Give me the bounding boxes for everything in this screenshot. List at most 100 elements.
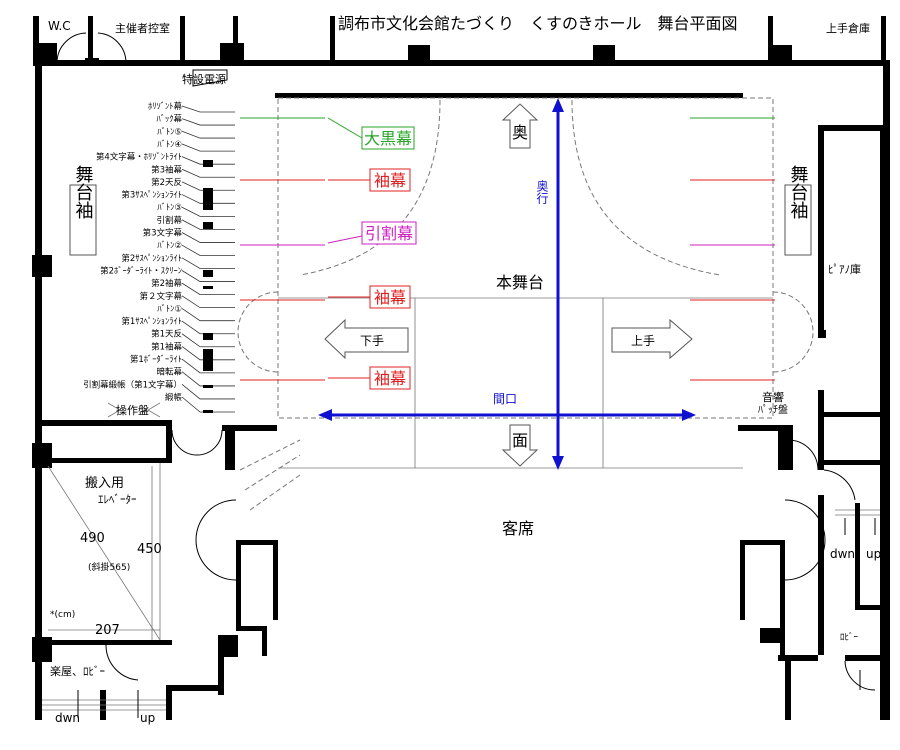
walls — [32, 16, 890, 720]
batten-line — [181, 156, 235, 165]
batten-line — [181, 384, 235, 400]
curtain-label-3: 袖幕 — [328, 285, 411, 309]
svg-text:下手: 下手 — [360, 334, 384, 348]
svg-text:450: 450 — [137, 542, 162, 557]
batten-label: 第3袖幕 — [151, 164, 182, 175]
batten-line — [181, 308, 235, 322]
batten-label: 第1天反 — [151, 329, 182, 340]
batten-line — [181, 118, 235, 126]
back-arrow: 奥 — [501, 103, 539, 149]
batten-label: ﾊﾞﾄﾝ① — [157, 304, 182, 314]
batten-line — [181, 320, 235, 335]
batten-line — [181, 206, 235, 217]
batten-label: ﾊﾞﾄﾝ② — [157, 241, 182, 251]
page-title: 調布市文化会館たづくり くすのきホール 舞台平面図 — [338, 14, 738, 33]
front-arrow: 面 — [501, 424, 539, 467]
batten-label: 第2ｻｽﾍﾟﾝｼｮﾝﾗｲﾄ — [121, 253, 182, 264]
main-stage-label: 本舞台 — [496, 273, 544, 292]
batten-label: 第2ﾎﾞｰﾀﾞｰﾗｲﾄ・ｽｸﾘｰﾝ — [100, 265, 182, 276]
batten-label: 引割幕 — [156, 215, 182, 226]
batten-line — [181, 105, 235, 113]
doors-and-thin-lines — [42, 32, 880, 718]
batten-label: 引割幕緞帳（第1文字幕） — [83, 379, 182, 390]
batten-line — [181, 333, 235, 348]
dressing-lobby-label: 楽屋、ﾛﾋﾞｰ — [50, 665, 105, 678]
svg-text:ﾊﾟｯﾁ盤: ﾊﾟｯﾁ盤 — [758, 403, 788, 416]
batten-line — [181, 358, 235, 374]
curtain-label-text: 袖幕 — [374, 369, 406, 388]
svg-text:(斜掛565): (斜掛565) — [88, 561, 130, 573]
svg-text:奥: 奥 — [512, 123, 528, 142]
curtain-label-2: 引割幕 — [327, 221, 417, 245]
batten-line — [181, 232, 235, 243]
svg-text:操作盤: 操作盤 — [116, 403, 149, 417]
depth-label: 奥行 — [535, 180, 549, 204]
batten-label: ﾊﾞﾄﾝ③ — [157, 203, 182, 213]
stage-outline — [237, 97, 814, 511]
batten-label: ﾎﾘｿﾞﾝﾄ幕 — [148, 101, 183, 112]
batten-list: ﾎﾘｿﾞﾝﾄ幕 ﾊﾞｯｸ幕 ﾊﾞﾄﾝ⑤ ﾊﾞﾄﾝ④ 第4文字幕・ﾎﾘｿﾞﾝﾄﾗｲﾄ第3袖… — [83, 101, 235, 413]
batten-line — [181, 168, 235, 178]
batten-line — [181, 396, 235, 413]
svg-text:490: 490 — [80, 531, 105, 546]
svg-text:207: 207 — [95, 623, 120, 638]
batten-label: ﾊﾞｯｸ幕 — [156, 114, 182, 125]
stage-left-arrow: 下手 — [324, 318, 409, 360]
width-label: 間口 — [493, 392, 517, 406]
batten-line — [181, 371, 235, 387]
batten-label: 第1袖幕 — [151, 341, 182, 352]
batten-label: ﾊﾞﾄﾝ⑤ — [157, 127, 182, 137]
stairs-right-down: dwn — [830, 547, 855, 561]
batten-line — [181, 270, 235, 282]
curtain-lines — [240, 117, 775, 381]
svg-text:ｴﾚﾍﾞｰﾀｰ: ｴﾚﾍﾞｰﾀｰ — [98, 493, 137, 506]
depth-dimension: 奥行 — [535, 98, 564, 470]
batten-line — [181, 257, 235, 269]
batten-line — [181, 130, 235, 139]
stairs-right-up: up — [866, 547, 881, 561]
svg-text:*(cm): *(cm) — [50, 610, 75, 620]
curtain-label-1: 袖幕 — [328, 168, 411, 192]
wing-right: 舞台袖 — [784, 165, 812, 256]
svg-text:音響: 音響 — [762, 390, 784, 404]
audience-label: 客席 — [502, 519, 534, 538]
batten-label: 第２文字幕 — [139, 291, 182, 302]
curtain-label-text: 大黒幕 — [364, 129, 412, 148]
batten-blocks — [203, 160, 213, 413]
curtain-label-text: 袖幕 — [374, 288, 406, 307]
batten-label: 緞帳 — [165, 392, 183, 403]
batten-line — [181, 295, 235, 309]
piano-storage-label: ﾋﾟｱﾉ庫 — [828, 262, 861, 276]
svg-text:上手: 上手 — [631, 334, 655, 348]
svg-text:舞台袖: 舞台袖 — [788, 165, 809, 219]
lobby-label: ﾛﾋﾞｰ — [840, 632, 859, 643]
audio-patch-panel: 音響 ﾊﾟｯﾁ盤 — [758, 390, 788, 416]
width-dimension: 間口 — [318, 392, 696, 421]
batten-label: 第4文字幕・ﾎﾘｿﾞﾝﾄﾗｲﾄ — [96, 152, 182, 163]
organizer-room-label: 主催者控室 — [115, 21, 170, 35]
batten-line — [181, 346, 235, 361]
batten-line — [181, 143, 235, 152]
svg-text:搬入用: 搬入用 — [85, 476, 124, 491]
curtain-label-text: 袖幕 — [374, 171, 406, 190]
stairs-left-down: dwn — [55, 711, 80, 725]
control-panel: 操作盤 — [107, 402, 161, 418]
batten-label: 暗転幕 — [156, 367, 182, 378]
curtain-label-0: 大黒幕 — [327, 117, 415, 150]
batten-label: 第2天反 — [151, 177, 182, 188]
wc-label: W.C — [48, 19, 71, 33]
stairs-left-up: up — [140, 711, 155, 725]
batten-label: 第3文字幕 — [143, 228, 183, 239]
svg-text:面: 面 — [512, 431, 528, 450]
elevator: 搬入用 ｴﾚﾍﾞｰﾀｰ 490 450 (斜掛565) *(cm) 207 — [50, 476, 162, 638]
batten-label: 第1ﾎﾞｰﾀﾞｰﾗｲﾄ — [130, 354, 182, 365]
batten-label: 第2袖幕 — [151, 278, 182, 289]
batten-label: ﾊﾞﾄﾝ④ — [157, 140, 182, 150]
batten-line — [181, 181, 235, 191]
upstage-right-storage-label: 上手倉庫 — [826, 21, 870, 35]
batten-line — [181, 194, 235, 204]
wing-left: 舞台袖 — [69, 165, 97, 256]
stage-right-arrow: 上手 — [611, 318, 693, 360]
batten-line — [181, 244, 235, 256]
